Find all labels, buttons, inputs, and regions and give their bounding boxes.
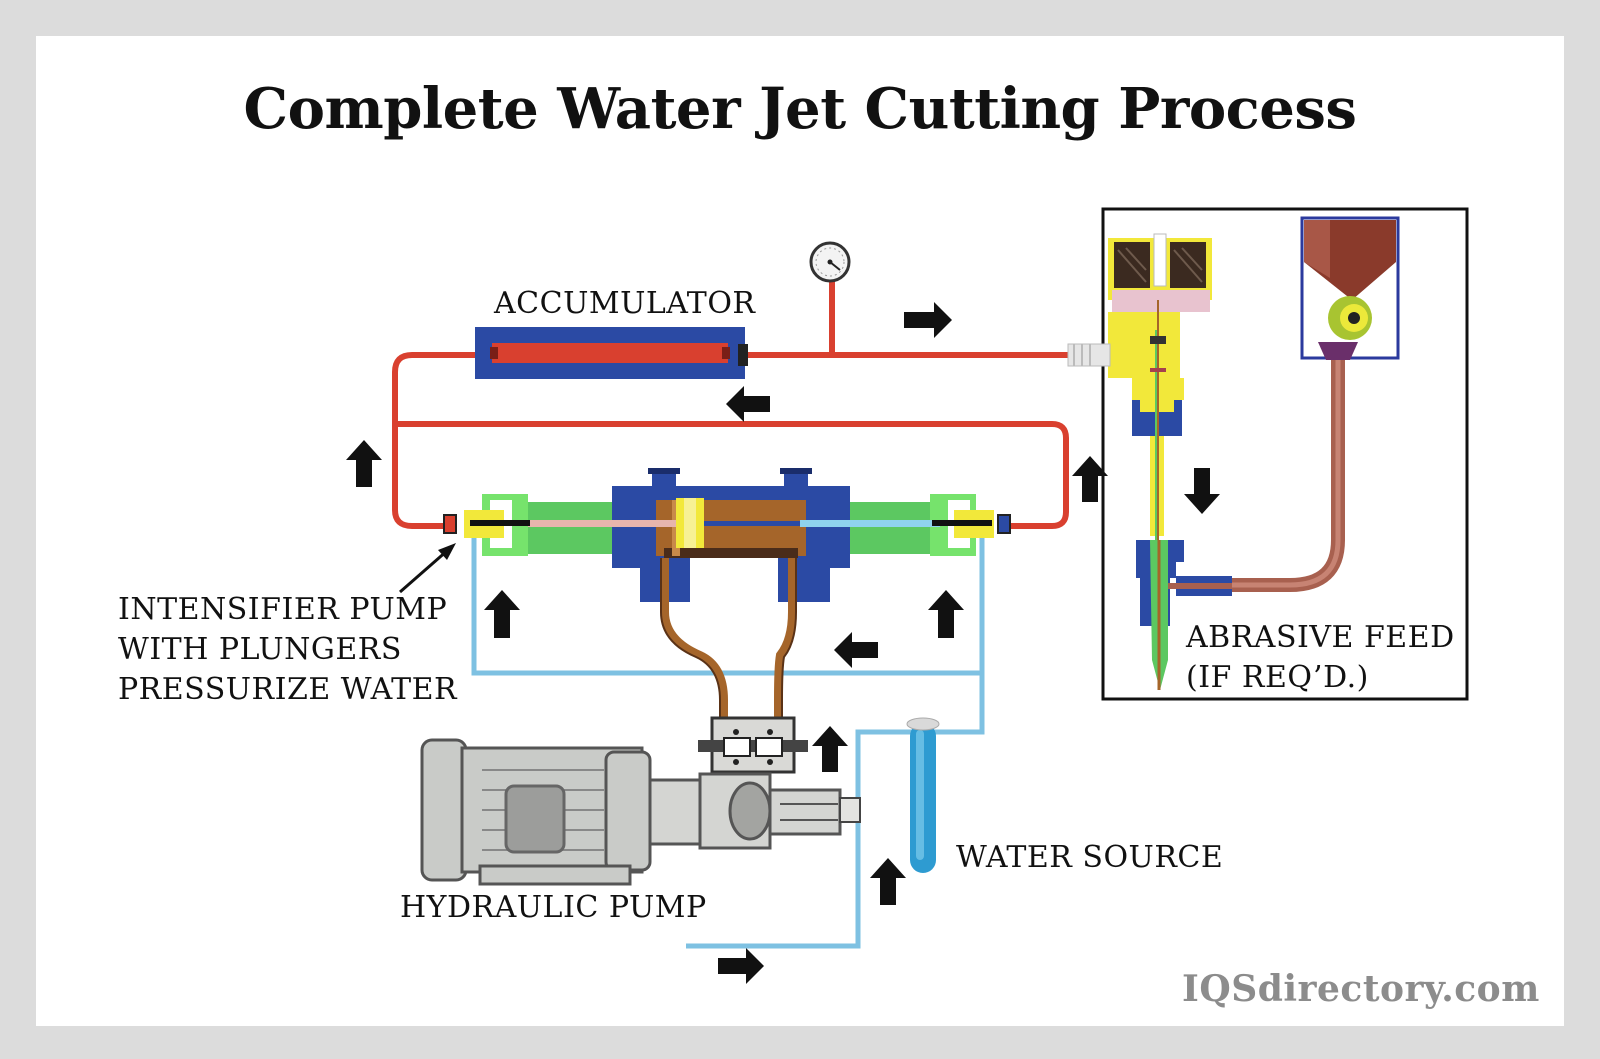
water-source-label: WATER SOURCE xyxy=(956,840,1224,875)
hydraulic-oil-line xyxy=(661,558,796,722)
intensifier-pointer-arrow xyxy=(399,543,456,594)
high-pressure-water-line xyxy=(392,275,1080,529)
water-source-tube xyxy=(906,717,940,873)
abrasive-hopper xyxy=(1300,216,1400,360)
hydraulic-pump-motor xyxy=(420,738,861,886)
intensifier-label-line-1: INTENSIFIER PUMP xyxy=(118,592,448,627)
intensifier-label-line-3: PRESSURIZE WATER xyxy=(118,672,458,707)
flow-arrow-icon xyxy=(928,590,964,638)
intensifier-label-line-2: WITH PLUNGERS xyxy=(118,632,402,667)
abrasive-feed-line xyxy=(1168,360,1345,592)
valve-block xyxy=(698,716,808,774)
flow-arrow-icon xyxy=(834,632,878,668)
intensifier-pump xyxy=(443,468,1011,602)
flow-arrow-icon xyxy=(346,440,382,487)
flow-arrow-icon xyxy=(484,590,520,638)
pressure-gauge-icon xyxy=(809,241,851,283)
cutting-head xyxy=(1067,233,1232,690)
accumulator xyxy=(475,327,748,379)
hydraulic-pump-label: HYDRAULIC PUMP xyxy=(400,890,707,925)
flow-arrow-icon xyxy=(812,726,848,772)
page-title: Complete Water Jet Cutting Process xyxy=(243,76,1357,142)
flow-arrow-icon xyxy=(1072,456,1108,502)
accumulator-label: ACCUMULATOR xyxy=(494,286,756,321)
abrasive-feed-label-line-2: (IF REQ’D.) xyxy=(1186,660,1369,695)
watermark: IQSdirectory.com xyxy=(1182,968,1540,1010)
flow-arrow-icon xyxy=(904,302,952,338)
abrasive-feed-label-line-1: ABRASIVE FEED xyxy=(1186,620,1455,655)
flow-arrow-icon xyxy=(1184,468,1220,514)
flow-arrow-icon xyxy=(726,386,770,422)
flow-arrow-icon xyxy=(870,858,906,905)
flow-arrows xyxy=(346,302,1220,984)
flow-arrow-icon xyxy=(718,948,764,984)
